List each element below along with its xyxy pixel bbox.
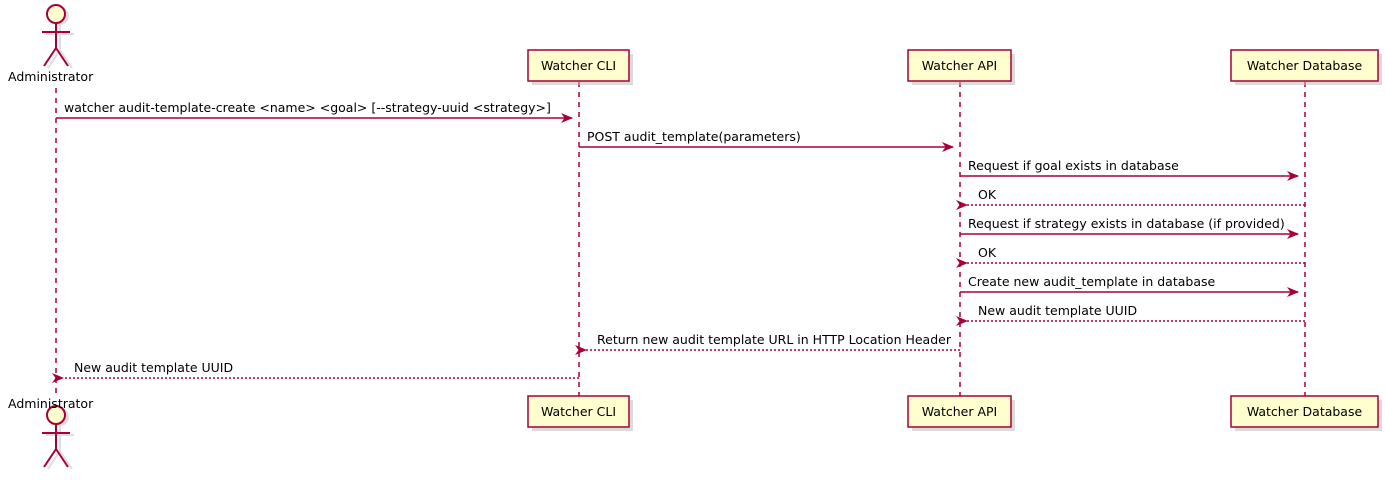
participant-label-watcher-api-top: Watcher API (921, 58, 998, 73)
participant-box-watcher-database-bottom[interactable] (1230, 395, 1379, 428)
participant-label-watcher-database-bottom: Watcher Database (1246, 404, 1363, 419)
participant-boxes-bottom (527, 395, 1382, 431)
actor-body-icon (42, 424, 70, 468)
message-label-3: OK (978, 187, 997, 202)
participant-box-watcher-api-bottom[interactable] (907, 395, 1012, 428)
actor-administrator-bottom (42, 405, 74, 470)
message-label-1: POST audit_template(parameters) (587, 129, 801, 144)
message-label-6: Create new audit_template in database (968, 274, 1216, 289)
participant-box-watcher-cli-bottom[interactable] (527, 395, 630, 428)
message-label-8: Return new audit template URL in HTTP Lo… (597, 332, 951, 347)
actor-head-icon (46, 4, 66, 24)
lifelines-group (55, 82, 1306, 396)
message-label-5: OK (978, 245, 997, 260)
actor-administrator-top (42, 4, 74, 69)
participant-label-watcher-cli-top: Watcher CLI (540, 58, 617, 73)
participant-label-watcher-database-top: Watcher Database (1246, 58, 1363, 73)
message-label-9: New audit template UUID (74, 360, 234, 375)
participant-label-watcher-cli-bottom: Watcher CLI (540, 404, 617, 419)
participant-box-watcher-api-top[interactable] (907, 49, 1012, 82)
messages-group (52, 113, 1305, 383)
message-label-0: watcher audit-template-create <name> <go… (64, 100, 551, 115)
participant-box-watcher-cli-top[interactable] (527, 49, 630, 82)
message-label-4: Request if strategy exists in database (… (968, 216, 1285, 231)
message-label-2: Request if goal exists in database (968, 158, 1179, 173)
participant-box-watcher-database-top[interactable] (1230, 49, 1379, 82)
participant-label-watcher-api-bottom: Watcher API (921, 404, 998, 419)
participant-boxes-top (527, 49, 1382, 85)
actor-label-administrator-bottom: Administrator (8, 396, 94, 411)
message-label-7: New audit template UUID (978, 303, 1138, 318)
actor-label-administrator-top: Administrator (8, 69, 94, 84)
actor-body-icon (42, 23, 70, 67)
